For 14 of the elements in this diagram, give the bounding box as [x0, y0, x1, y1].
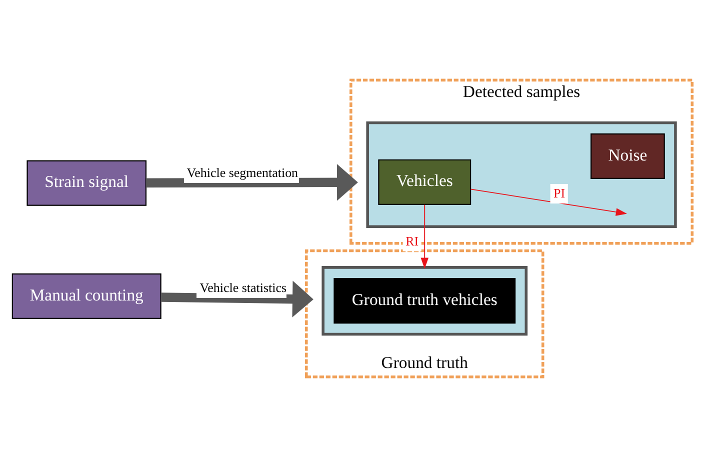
arrow — [160, 280, 314, 318]
edge-label: PI — [554, 186, 566, 201]
node-box: Vehicles — [378, 159, 472, 205]
edge-label: RI — [406, 233, 419, 248]
cluster — [322, 266, 528, 336]
node-box: Manual counting — [12, 273, 162, 319]
node-box: Strain signal — [26, 160, 147, 206]
node-box: Noise — [590, 133, 665, 179]
arrow — [470, 188, 628, 216]
edge-label: Vehicle segmentation — [186, 165, 298, 180]
arrow — [420, 204, 429, 269]
edge-label: Vehicle statistics — [200, 280, 287, 296]
node-box: Ground truth vehicles — [334, 278, 516, 324]
cluster — [366, 121, 677, 228]
